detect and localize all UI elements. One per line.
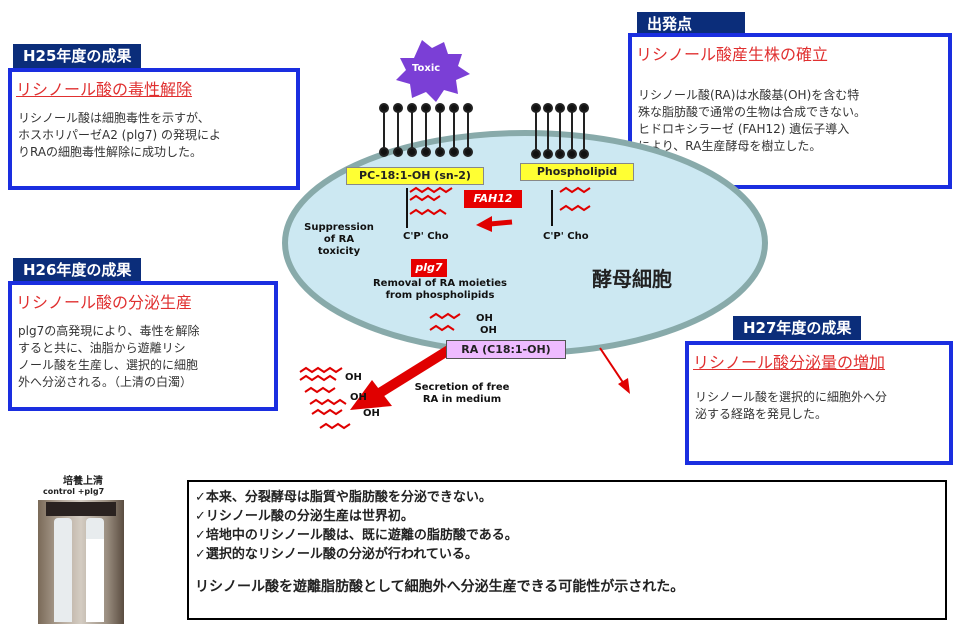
- photo-title: 培養上清: [63, 476, 103, 487]
- glycerol-backbone: [406, 188, 553, 228]
- membrane-left: [379, 103, 473, 157]
- h25-body: リシノール酸は細胞毒性を示すが、ホスホリパーゼA2 (plg7) の発現によりR…: [18, 111, 222, 159]
- conclusion-box: ✓本来、分裂酵母は脂質や脂肪酸を分泌できない。 ✓リシノール酸の分泌生産は世界初…: [187, 480, 947, 620]
- pc-label: PC-18:1-OH (sn-2): [346, 167, 484, 185]
- conclusion-check-2: ✓リシノール酸の分泌生産は世界初。: [195, 509, 414, 524]
- conclusion-check-3: ✓培地中のリシノール酸は、既に遊離の脂肪酸である。: [195, 528, 518, 543]
- arrows: [350, 216, 630, 410]
- oh-label-3: OH: [345, 372, 362, 383]
- toxic-label: Toxic: [412, 63, 441, 74]
- origin-title: リシノール酸産生株の確立: [636, 45, 829, 64]
- plg7-label: plg7: [411, 259, 447, 277]
- h27-title: リシノール酸分泌量の増加: [693, 353, 886, 372]
- h26-tag: H26年度の成果: [13, 258, 142, 282]
- tube-plg7: [86, 518, 104, 622]
- fah12-label: FAH12: [464, 190, 522, 208]
- h25-box: リシノール酸の毒性解除 リシノール酸は細胞毒性を示すが、ホスホリパーゼA2 (p…: [8, 68, 300, 190]
- conclusion-summary: リシノール酸を遊離脂肪酸として細胞外へ分泌生産できる可能性が示された。: [195, 579, 685, 595]
- conclusion-check-1: ✓本来、分裂酵母は脂質や脂肪酸を分泌できない。: [195, 490, 492, 505]
- toxic-star: [396, 40, 470, 102]
- oh-label-2: OH: [480, 325, 497, 336]
- h27-body: リシノール酸を選択的に細胞外へ分泌する経路を発見した。: [695, 390, 888, 421]
- photo-sub: control +plg7: [43, 487, 105, 496]
- membrane-right: [531, 103, 589, 159]
- h26-box: リシノール酸の分泌生産 plg7の高発現により、毒性を解除すると共に、油脂から遊…: [8, 281, 278, 411]
- h25-tag: H25年度の成果: [13, 44, 142, 68]
- h27-tag: H27年度の成果: [733, 316, 862, 340]
- h27-box: リシノール酸分泌量の増加 リシノール酸を選択的に細胞外へ分泌する経路を発見した。: [685, 341, 953, 465]
- tube-control: [54, 518, 72, 622]
- yeast-label: 酵母細胞: [592, 267, 672, 291]
- h26-body: plg7の高発現により、毒性を解除すると共に、油脂から遊離リシノール酸を生産し、…: [18, 324, 200, 389]
- ra-label: RA (C18:1-OH): [446, 340, 566, 359]
- oh-label-1: OH: [476, 313, 493, 324]
- h25-title: リシノール酸の毒性解除: [16, 80, 193, 99]
- oh-label-5: OH: [363, 408, 380, 419]
- cpcho-right: C'P' Cho: [543, 231, 589, 242]
- h26-title: リシノール酸の分泌生産: [16, 293, 193, 312]
- origin-tag: 出発点: [637, 12, 745, 36]
- cpcho-left: C'P' Cho: [403, 231, 449, 242]
- phospholipid-label: Phospholipid: [520, 163, 634, 181]
- fatty-acid-chains: [299, 186, 591, 430]
- culture-photo: [38, 500, 124, 624]
- origin-body: リシノール酸(RA)は水酸基(OH)を含む特殊な脂肪酸で通常の生物は合成できない…: [638, 88, 867, 153]
- oh-label-4: OH: [350, 392, 367, 403]
- conclusion-check-4: ✓選択的なリシノール酸の分泌が行われている。: [195, 547, 478, 562]
